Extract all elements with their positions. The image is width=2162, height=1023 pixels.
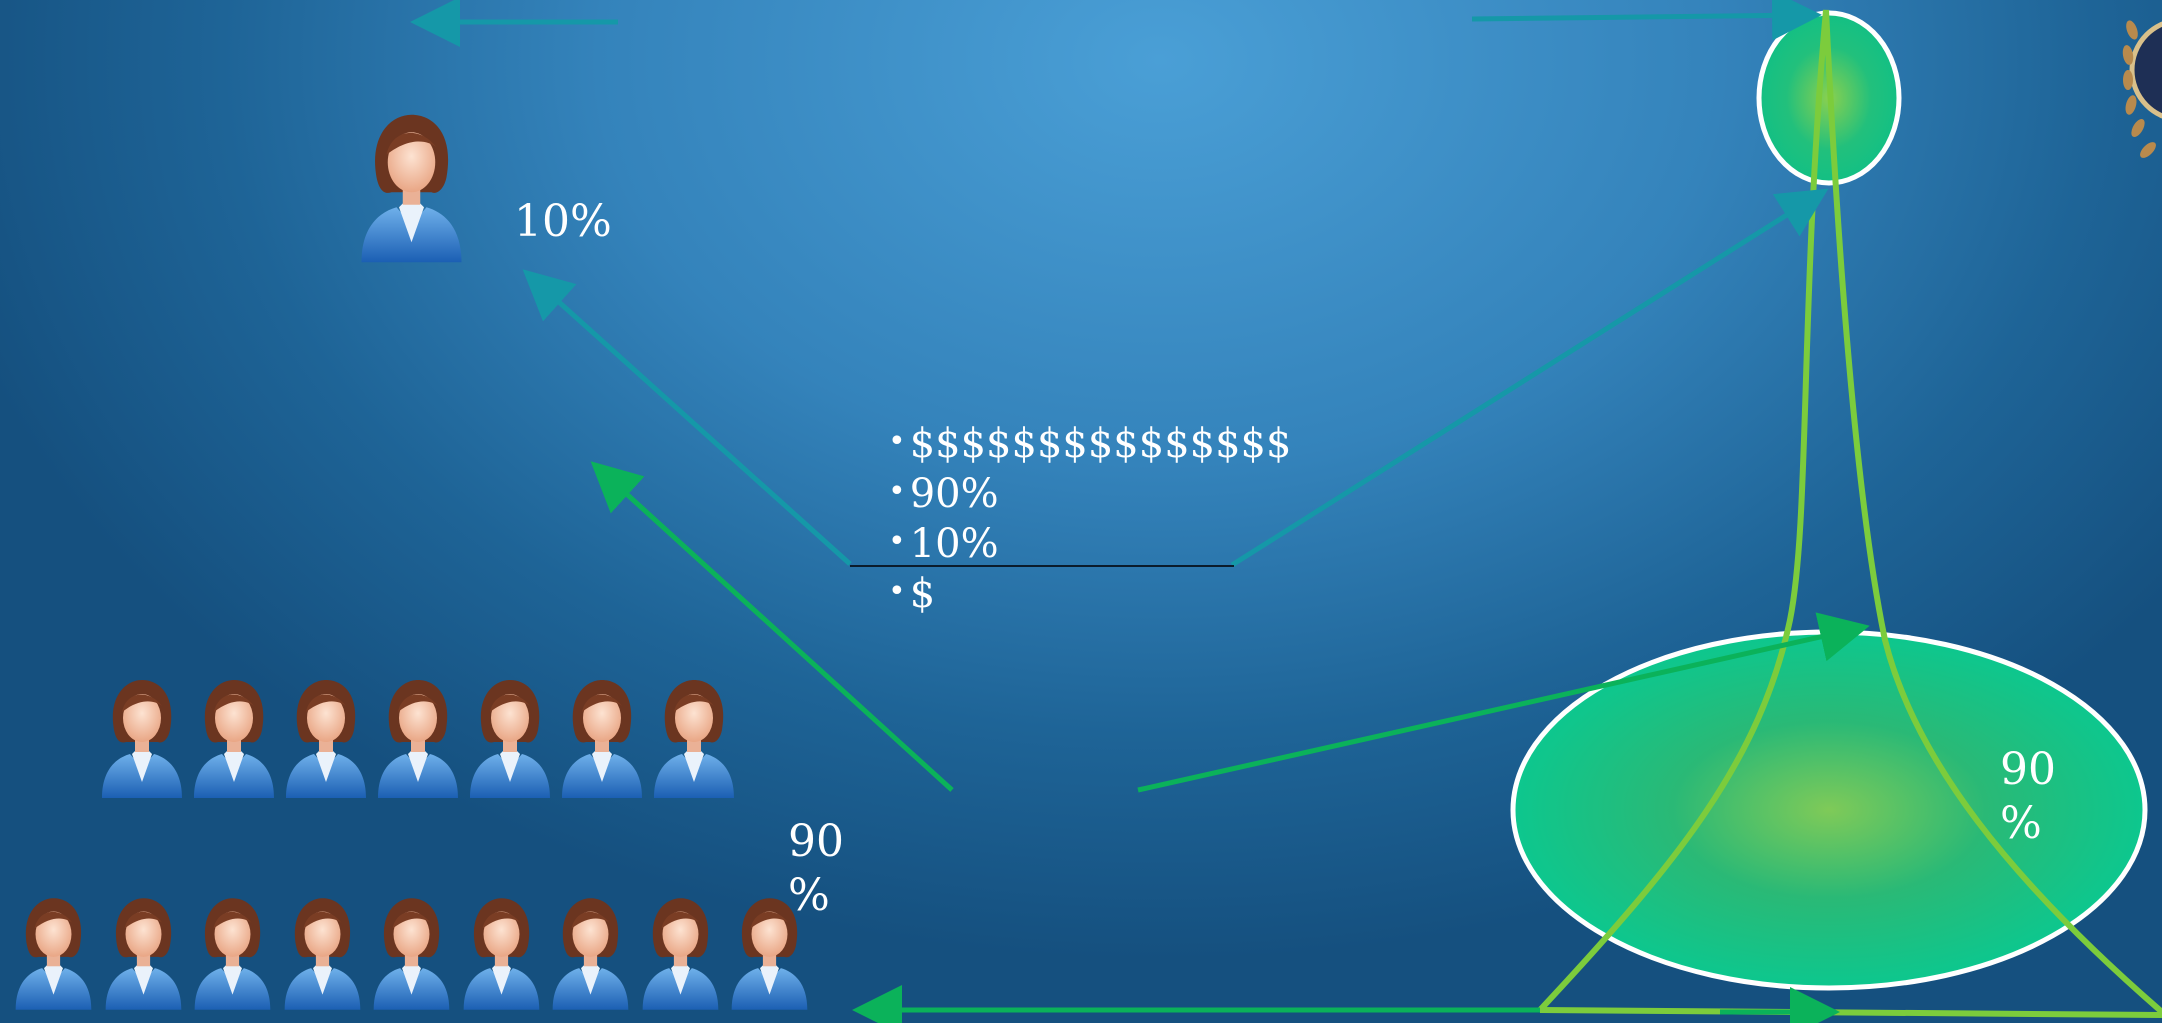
businesswoman-icon (642, 898, 718, 1010)
ellipse-percent-label-line2: % (2000, 798, 2042, 849)
distribution-curve (1537, 9, 2162, 1015)
businesswoman-icon (286, 680, 366, 798)
businesswoman-icon (105, 898, 181, 1010)
businesswoman-icon (562, 680, 642, 798)
businesswoman-icon (731, 898, 808, 1010)
bottom-percent-label-line2: % (788, 870, 830, 921)
bullet-list: •$$$$$$$$$$$$$$$ •90% •10% •$ (888, 418, 1291, 618)
curve-baseline (1539, 1007, 2162, 1018)
businesswoman-icon (654, 680, 734, 798)
top-percent-label: 10% (514, 196, 612, 247)
businesswoman-icon (378, 680, 458, 798)
businesswoman-icon (470, 680, 550, 798)
businesswoman-icon (463, 898, 539, 1010)
businesswoman-icon (15, 898, 92, 1010)
bullet-item: •$ (888, 571, 936, 617)
businesswoman-icon (373, 898, 450, 1010)
businesswoman-icon (102, 680, 182, 798)
laurel-medal-icon (2122, 20, 2162, 158)
ellipse-percent-label-line1: 90 (2000, 744, 2056, 795)
arrow-to-top-person (522, 269, 852, 566)
businesswoman-icon (194, 898, 271, 1010)
bottom-percent-label-line1: 90 (788, 816, 844, 867)
arrow-green-right (1137, 612, 1870, 793)
businesswoman-icon (552, 898, 629, 1010)
bullet-item: •$$$$$$$$$$$$$$$ (888, 421, 1292, 467)
arrow-top-right (1471, 0, 1822, 41)
businesswoman-icon (194, 680, 274, 798)
bullet-item: •10% (888, 521, 999, 567)
bullet-item: •90% (888, 471, 999, 517)
arrow-green-left (590, 461, 954, 792)
businesswoman-icon (284, 898, 360, 1010)
arrow-to-small-ellipse (1230, 188, 1829, 568)
businesswoman-icon (361, 114, 462, 263)
